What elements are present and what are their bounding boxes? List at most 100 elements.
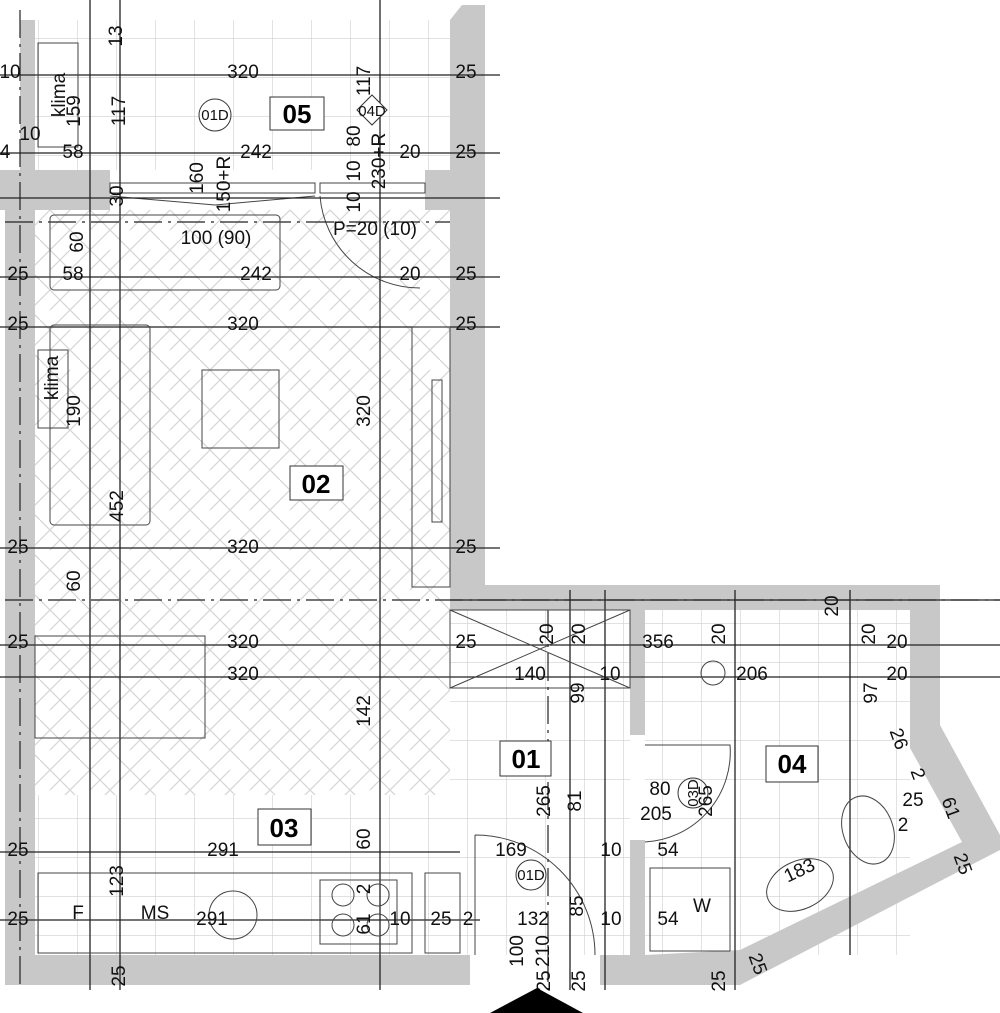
dimension-label: 25 <box>455 314 476 335</box>
dimension-label: 60 <box>354 828 375 849</box>
dimension-label: 25 <box>7 537 28 558</box>
room-05-number: 05 <box>283 99 312 129</box>
dimension-label: 60 <box>64 570 85 591</box>
dimension-label: 452 <box>107 490 128 522</box>
hall-floor <box>450 610 630 955</box>
dimension-label: 2 <box>898 815 909 836</box>
dimension-label: 25 <box>455 264 476 285</box>
dimension-label: 4 <box>0 142 11 163</box>
kitchen-floor <box>35 795 450 955</box>
dimension-label: 25 <box>709 970 730 991</box>
dimension-label: 206 <box>736 664 768 685</box>
dimension-label: 20 <box>569 623 590 644</box>
dimension-label: 100 (90) <box>181 228 252 249</box>
door-tag-label: 01D <box>517 867 545 884</box>
dimension-label: 54 <box>657 909 679 930</box>
dimension-label: 10 <box>344 160 365 181</box>
dimension-label: 25 <box>455 537 476 558</box>
dimension-label: 20 <box>822 595 843 616</box>
dimension-label: 58 <box>62 142 83 163</box>
dimension-label: 10 <box>599 664 620 685</box>
dimension-label: 81 <box>565 790 586 811</box>
room-03-number: 03 <box>270 813 299 843</box>
door-tag-01d-entry: 01D <box>515 859 547 891</box>
room-02-tag: 02 <box>289 465 344 501</box>
room-01-number: 01 <box>512 744 541 774</box>
dimension-label: 291 <box>196 909 228 930</box>
dimension-label: 169 <box>495 840 527 861</box>
dimension-label: P=20 (10) <box>333 219 417 240</box>
dimension-label: 58 <box>62 264 83 285</box>
room-05-tag: 05 <box>269 96 325 131</box>
dimension-label: 123 <box>107 865 128 897</box>
dimension-label: 85 <box>567 895 588 916</box>
room-04-tag: 04 <box>765 745 819 783</box>
dimension-label: 210 <box>533 935 554 967</box>
balcony-floor <box>35 20 450 170</box>
washer-label: W <box>693 896 711 917</box>
dimension-label: 25 <box>430 909 451 930</box>
dimension-label: 61 <box>354 913 375 934</box>
dimension-label: 2 <box>354 884 375 895</box>
dimension-label: 10 <box>389 909 410 930</box>
balcony-windows <box>109 182 426 289</box>
dimension-label: 10 <box>19 124 40 145</box>
entrance-arrow <box>490 988 583 1013</box>
dimension-label: 25 <box>7 264 28 285</box>
dimension-label: 190 <box>64 395 85 427</box>
dimension-label: 265 <box>696 785 717 817</box>
furniture <box>34 42 895 956</box>
dimension-label: 2 <box>463 909 474 930</box>
dimension-label: 320 <box>227 664 259 685</box>
dimension-label: 100 <box>507 935 528 967</box>
dimension-label: 25 <box>455 142 476 163</box>
dimension-label: 20 <box>537 623 558 644</box>
dimension-label: 25 <box>109 965 130 986</box>
door-tag-label: 04D <box>358 103 386 120</box>
dimension-label: 25 <box>7 314 28 335</box>
dimension-label: 25 <box>455 62 476 83</box>
dimension-label: 159 <box>64 95 85 127</box>
dimension-label: 97 <box>861 682 882 703</box>
dimension-label: 20 <box>886 664 907 685</box>
dimension-label: 25 <box>902 790 923 811</box>
dimension-label: 291 <box>207 840 239 861</box>
room-03-tag: 03 <box>257 808 312 846</box>
dimension-label: 242 <box>240 264 272 285</box>
dishwasher-label: MS <box>141 903 170 924</box>
walls <box>0 5 1000 985</box>
dimension-label: 20 <box>859 623 880 644</box>
dimension-label: 10 <box>0 62 21 83</box>
dimension-label: 25 <box>7 632 28 653</box>
dimension-label: 205 <box>640 804 672 825</box>
dimension-label: 10 <box>600 909 621 930</box>
living-floor <box>35 210 450 795</box>
dimension-label: 54 <box>657 840 679 861</box>
dimension-label: 20 <box>399 142 420 163</box>
dimension-label: 20 <box>399 264 420 285</box>
dimension-label: 242 <box>240 142 272 163</box>
dimension-label: 10 <box>600 840 621 861</box>
door-tag-01d-top: 01D <box>198 98 232 132</box>
dimension-label: 25 <box>7 909 28 930</box>
dimension-label: 20 <box>709 623 730 644</box>
klima-label: klima <box>49 72 70 117</box>
dimension-label: 142 <box>354 695 375 727</box>
door-tag-03d: 03D <box>677 777 709 809</box>
door-tag-04d: 04D <box>356 94 388 126</box>
dimension-label: 25 <box>7 840 28 861</box>
dimension-label: 117 <box>354 66 375 96</box>
dimension-label: 30 <box>107 185 128 206</box>
dimension-label: 356 <box>642 632 674 653</box>
dimension-label: 140 <box>514 664 546 685</box>
dimension-label: 132 <box>517 909 549 930</box>
dimension-label: 320 <box>354 395 375 427</box>
room-01-tag: 01 <box>499 740 552 777</box>
dimension-label: 320 <box>227 62 259 83</box>
room-04-number: 04 <box>778 749 807 779</box>
dimension-label: 265 <box>534 785 555 817</box>
dimension-label: 320 <box>227 537 259 558</box>
dimension-label: 150+R <box>214 156 235 213</box>
dimension-label: 25 <box>569 970 590 991</box>
